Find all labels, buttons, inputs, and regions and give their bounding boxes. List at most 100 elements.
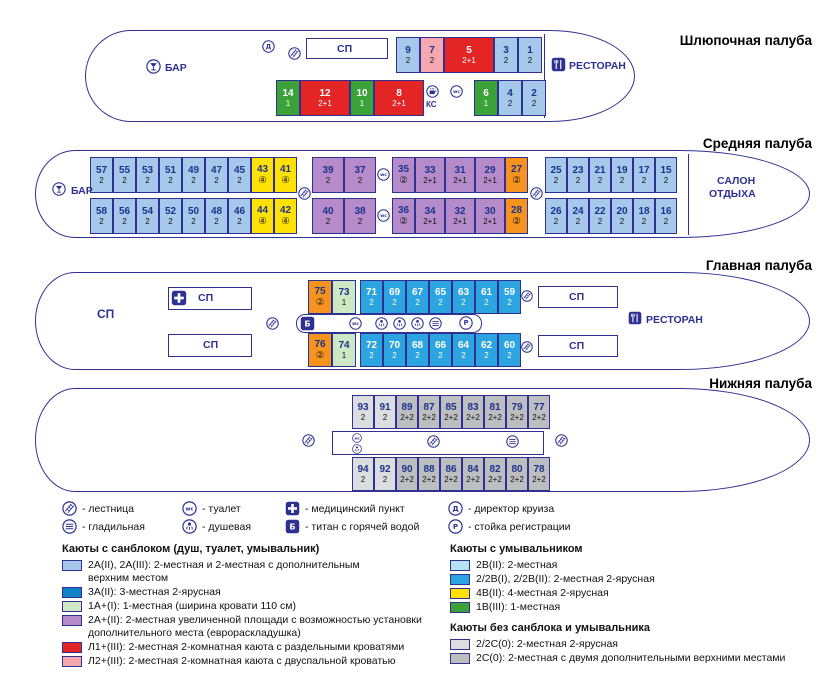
cabin-berths: ② — [399, 175, 408, 186]
cabin-number: 31 — [454, 164, 466, 176]
cabin-number: 60 — [503, 339, 516, 351]
cabin-berths: 2 — [507, 297, 512, 307]
cabin-number: 42 — [279, 205, 292, 216]
cabin-number: 30 — [484, 205, 496, 217]
legend-swatch — [450, 588, 470, 599]
area-box — [538, 286, 618, 308]
